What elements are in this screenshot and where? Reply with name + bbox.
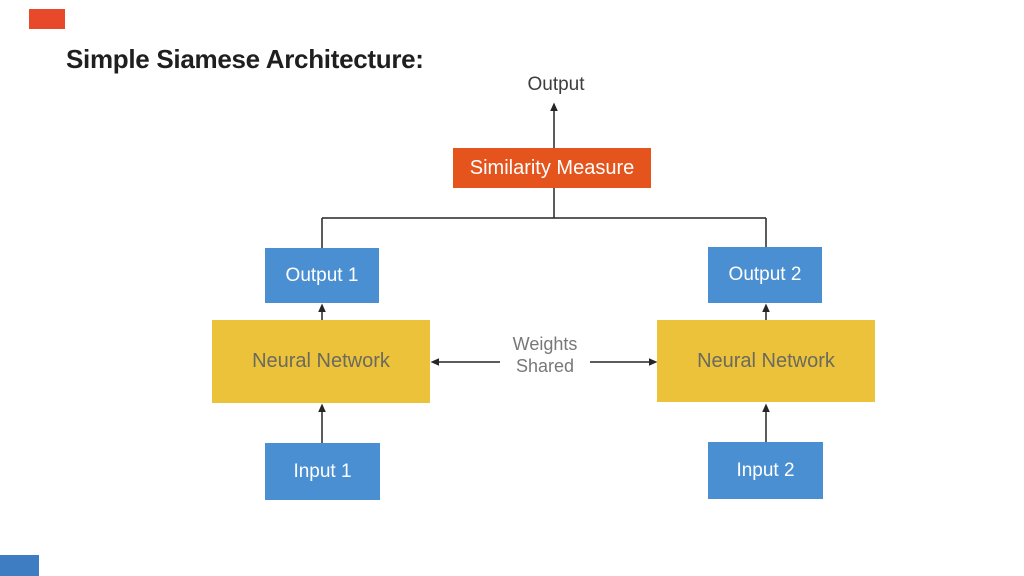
input-1-node: Input 1 <box>265 443 380 500</box>
arrow-nn1-to-output1 <box>318 303 326 320</box>
arrow-weights-shared-left <box>430 358 500 366</box>
arrow-weights-shared-right <box>590 358 658 366</box>
arrow-nn2-to-output2 <box>762 303 770 320</box>
connector-bus-outputs-to-similarity <box>321 188 767 248</box>
weights-shared-line2: Shared <box>515 356 575 376</box>
corner-accent-bottom-left <box>0 555 39 576</box>
input-1-label: Input 1 <box>293 460 352 482</box>
arrow-input2-to-nn2 <box>762 403 770 442</box>
arrow-input1-to-nn1 <box>318 403 326 443</box>
similarity-measure-node: Similarity Measure <box>453 148 651 188</box>
neural-network-2-label: Neural Network <box>697 349 835 372</box>
input-2-node: Input 2 <box>708 442 823 499</box>
weights-shared-label: Weights Shared <box>513 333 578 377</box>
weights-shared-line1: Weights <box>512 334 578 354</box>
slide-title: Simple Siamese Architecture: <box>66 44 424 74</box>
similarity-measure-label: Similarity Measure <box>469 156 635 179</box>
neural-network-2-node: Neural Network <box>657 320 875 402</box>
output-2-node: Output 2 <box>708 247 822 303</box>
output-2-label: Output 2 <box>728 264 802 285</box>
corner-accent-top-left <box>29 9 65 29</box>
neural-network-1-node: Neural Network <box>212 320 430 403</box>
neural-network-1-label: Neural Network <box>252 350 390 372</box>
input-2-label: Input 2 <box>736 459 795 481</box>
output-1-node: Output 1 <box>265 248 379 303</box>
arrow-similarity-to-output <box>550 102 558 148</box>
output-1-label: Output 1 <box>285 264 359 286</box>
output-label: Output <box>527 74 585 95</box>
